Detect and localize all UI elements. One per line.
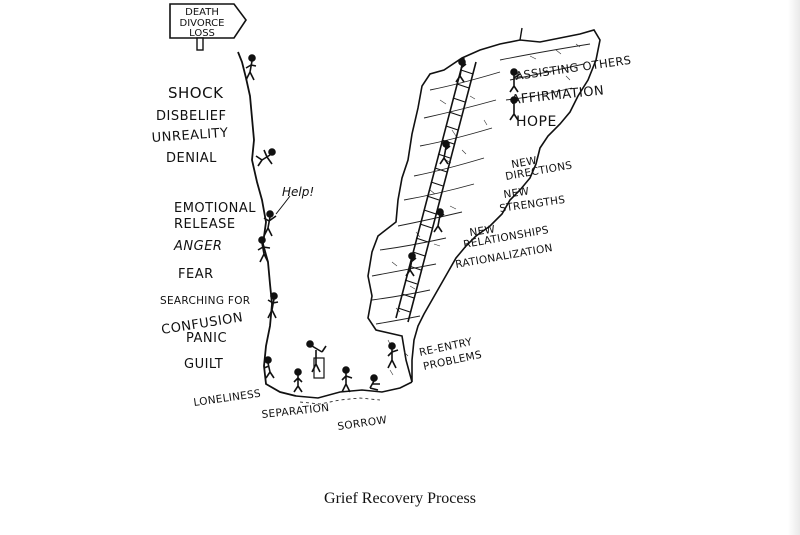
- stage-anger: ANGER: [173, 239, 222, 254]
- stage-guilt: GUILT: [184, 357, 223, 372]
- stage-new-3: NEW: [469, 223, 497, 239]
- stage-loneliness: LONELINESS: [193, 388, 262, 409]
- page-edge-shadow: [788, 0, 800, 535]
- sign-line-3: LOSS: [189, 28, 215, 39]
- stage-denial: DENIAL: [166, 151, 217, 166]
- help-text: Help!: [282, 185, 314, 199]
- stage-separation: SEPARATION: [261, 402, 330, 421]
- left-stage-labels: SHOCK DISBELIEF UNREALITY DENIAL EMOTION…: [151, 84, 256, 372]
- right-cliff-wall: [367, 29, 601, 383]
- stage-hope: HOPE: [516, 114, 557, 130]
- stage-shock: SHOCK: [168, 84, 224, 102]
- sign-line-2: DIVORCE: [180, 18, 225, 29]
- ladder: [395, 57, 477, 323]
- left-cliff-wall: [237, 51, 297, 397]
- stage-unreality: UNREALITY: [151, 126, 229, 146]
- sign-line-1: DEATH: [185, 7, 219, 18]
- rock-strata: [371, 43, 591, 325]
- stage-emotional: EMOTIONAL: [174, 201, 256, 216]
- stage-release: RELEASE: [174, 217, 236, 232]
- stage-disbelief: DISBELIEF: [156, 109, 227, 124]
- stage-new-1: NEW: [510, 155, 538, 171]
- stage-new-2: NEW: [503, 185, 531, 201]
- stage-sorrow: SORROW: [337, 414, 388, 433]
- stick-figures: [245, 54, 521, 393]
- stage-searching-for: SEARCHING FOR: [160, 295, 250, 307]
- chasm-floor: [295, 381, 413, 399]
- signpost: DEATH DIVORCE LOSS: [169, 3, 247, 51]
- stage-panic: PANIC: [186, 331, 227, 346]
- stage-fear: FEAR: [178, 267, 214, 282]
- diagram-caption: Grief Recovery Process: [324, 490, 476, 507]
